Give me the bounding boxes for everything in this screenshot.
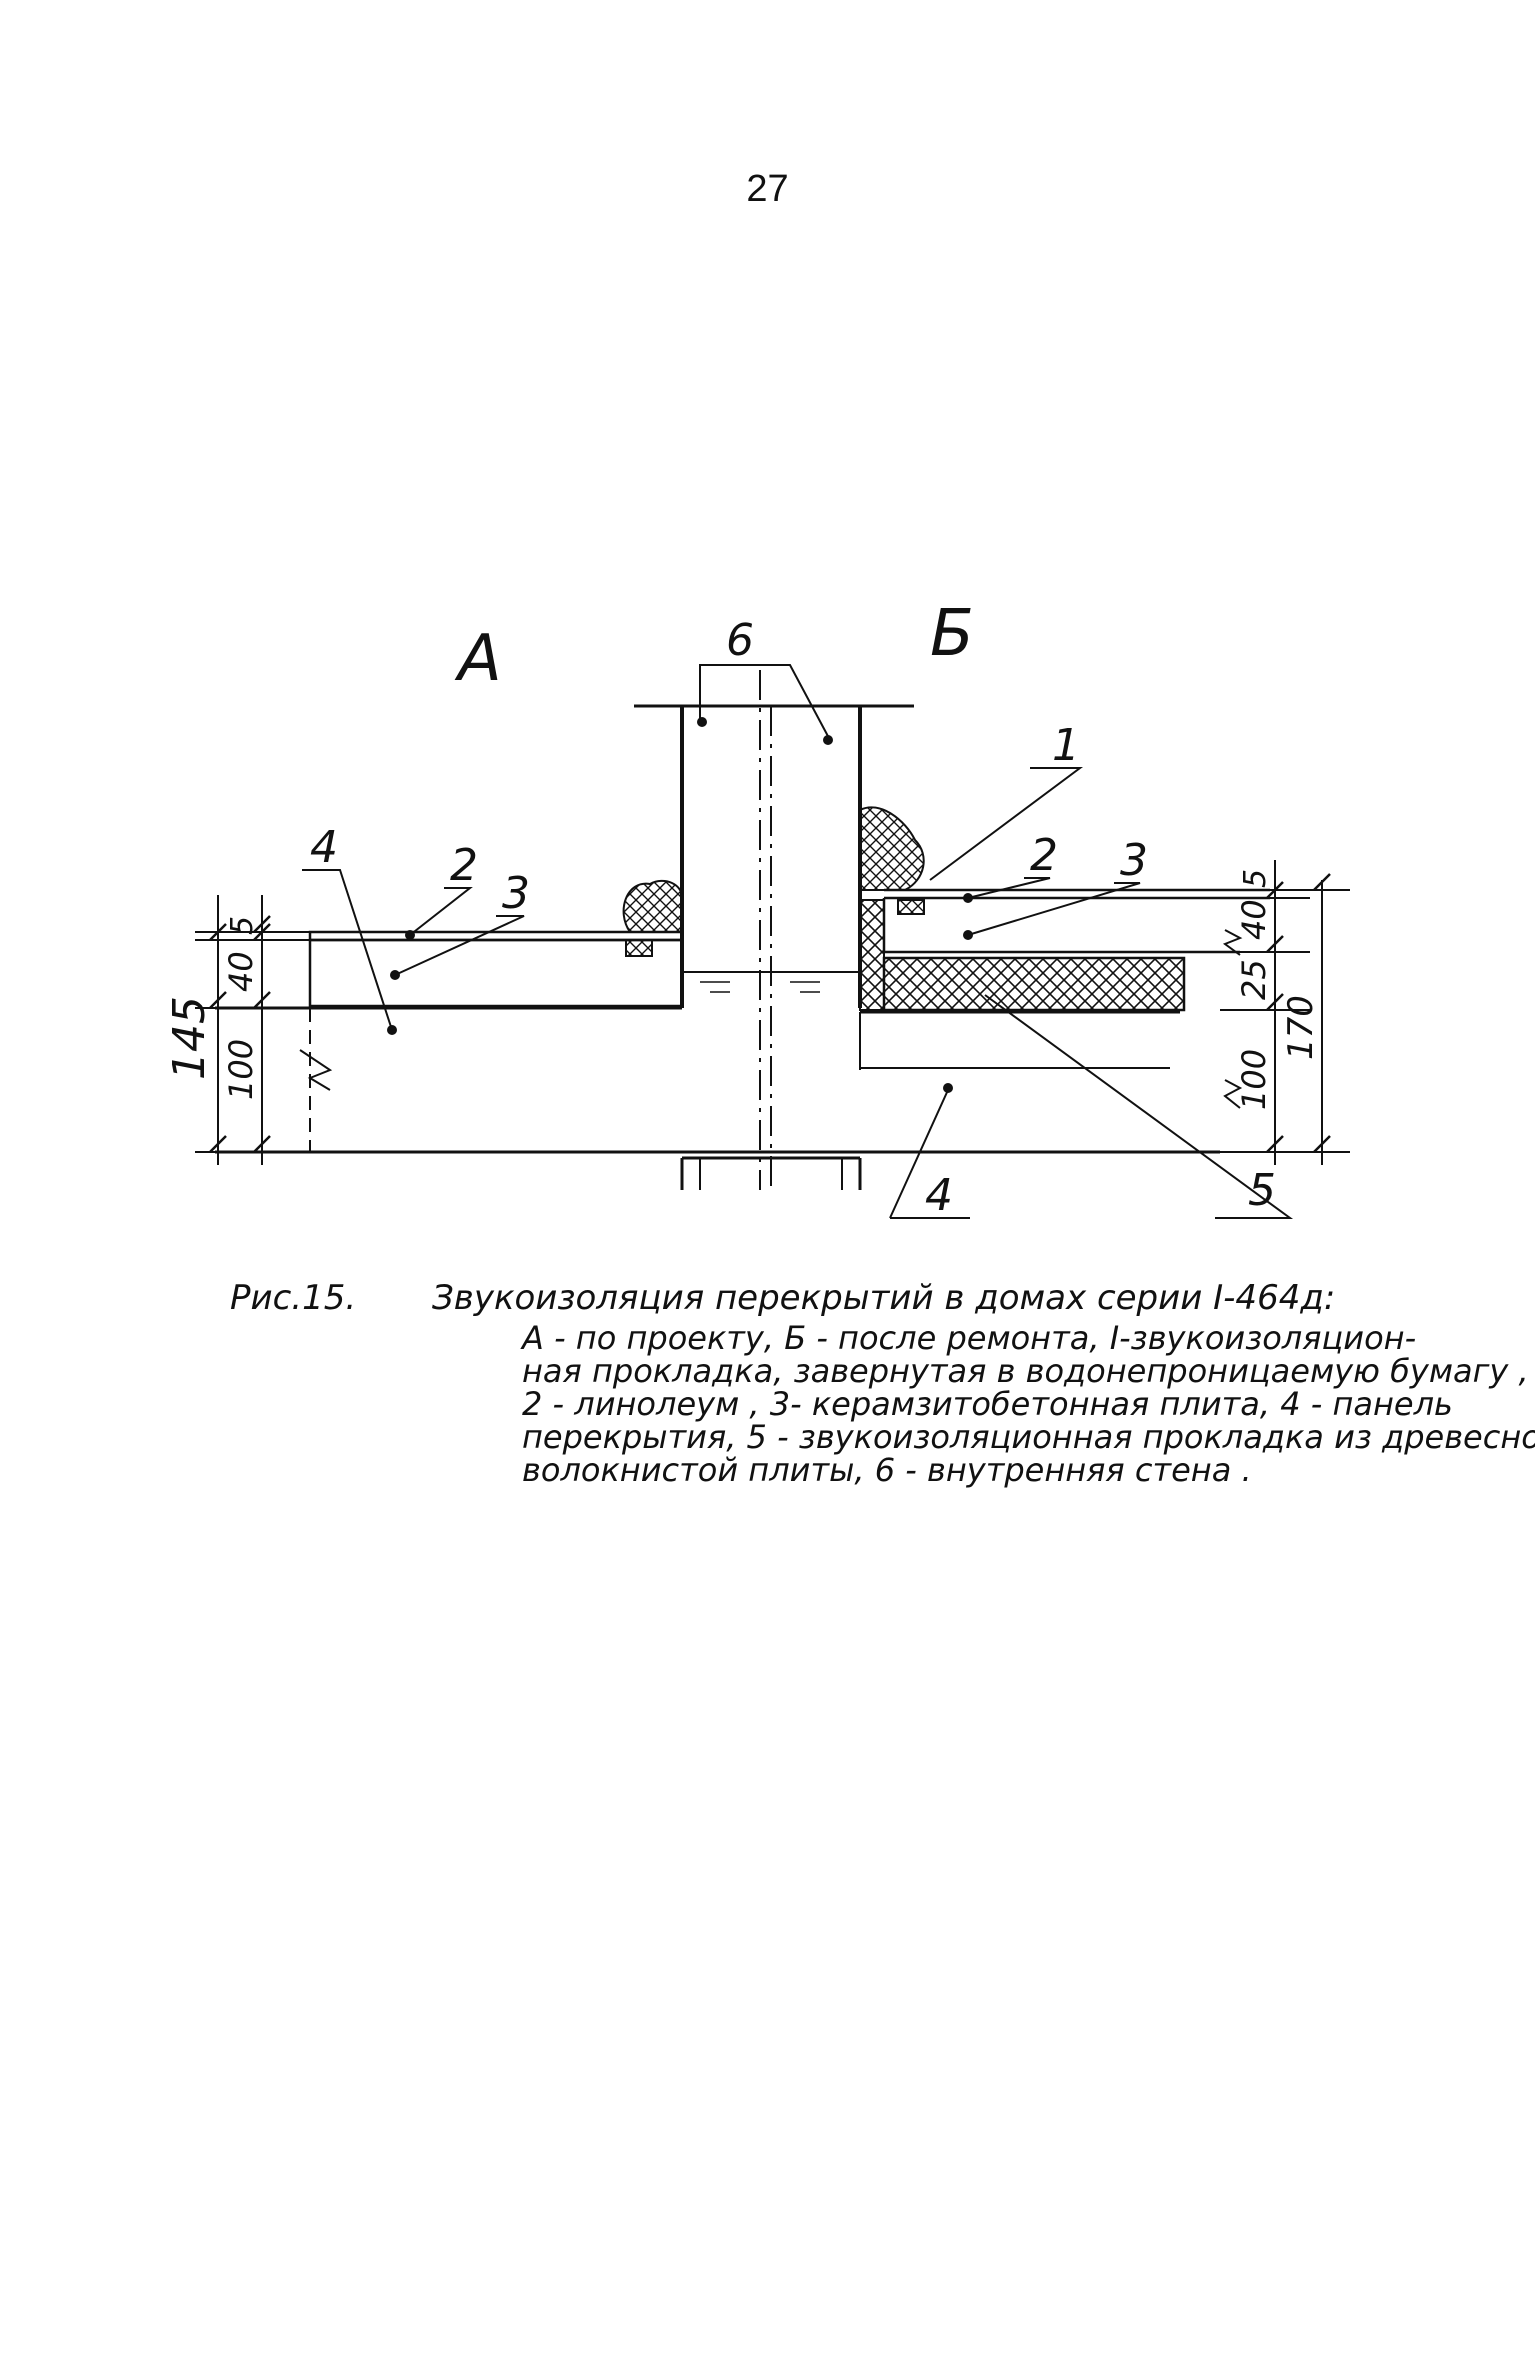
floor-soundproofing-section-drawing: А Б 6 4 2 3 [164, 597, 1350, 1221]
caption-line: волокнистой плиты, 6 - внутренняя стена … [522, 1451, 1252, 1489]
caption-legend: А - по проекту, Б - после ремонта, I-зву… [522, 1319, 1535, 1489]
caption-line: 2 - линолеум , 3- керамзитобетонная плит… [522, 1385, 1453, 1423]
caption-line: перекрытия, 5 - звукоизоляционная прокла… [522, 1418, 1535, 1456]
dim-a-5: 5 [225, 916, 260, 935]
callout-3-left: 3 [502, 868, 530, 919]
callout-3-right: 3 [1120, 835, 1148, 886]
dim-a-total: 145 [164, 996, 215, 1080]
callout-4-right: 4 [925, 1170, 953, 1221]
floor-section-a [215, 879, 1220, 1154]
callout-4-left: 4 [310, 822, 338, 873]
callout-6-wall: 6 [726, 615, 754, 666]
dimensions-b [1220, 860, 1350, 1165]
section-a-label: А [454, 622, 502, 696]
caption-line: ная прокладка, завернутая в водонепрониц… [522, 1352, 1529, 1390]
callout-1: 1 [1052, 720, 1080, 771]
callout-2-right: 2 [1030, 830, 1058, 881]
dim-a-100: 100 [222, 1039, 260, 1100]
section-b-label: Б [930, 597, 974, 671]
dim-b-100: 100 [1235, 1049, 1273, 1110]
caption-line: А - по проекту, Б - после ремонта, I-зву… [522, 1319, 1417, 1357]
dim-b-25: 25 [1235, 959, 1273, 1000]
floor-section-b [859, 806, 1270, 1109]
dim-a-40: 40 [222, 951, 260, 992]
dimensions-a [195, 895, 310, 1165]
dim-b-total: 170 [1281, 995, 1321, 1060]
dim-b-5: 5 [1238, 869, 1273, 888]
callout-2-left: 2 [450, 840, 478, 891]
dim-b-40: 40 [1235, 899, 1273, 940]
figure-number: Рис.15. [230, 1278, 357, 1318]
figure-title: Звукоизоляция перекрытий в домах серии I… [432, 1278, 1336, 1318]
page-number: 27 [746, 168, 789, 210]
